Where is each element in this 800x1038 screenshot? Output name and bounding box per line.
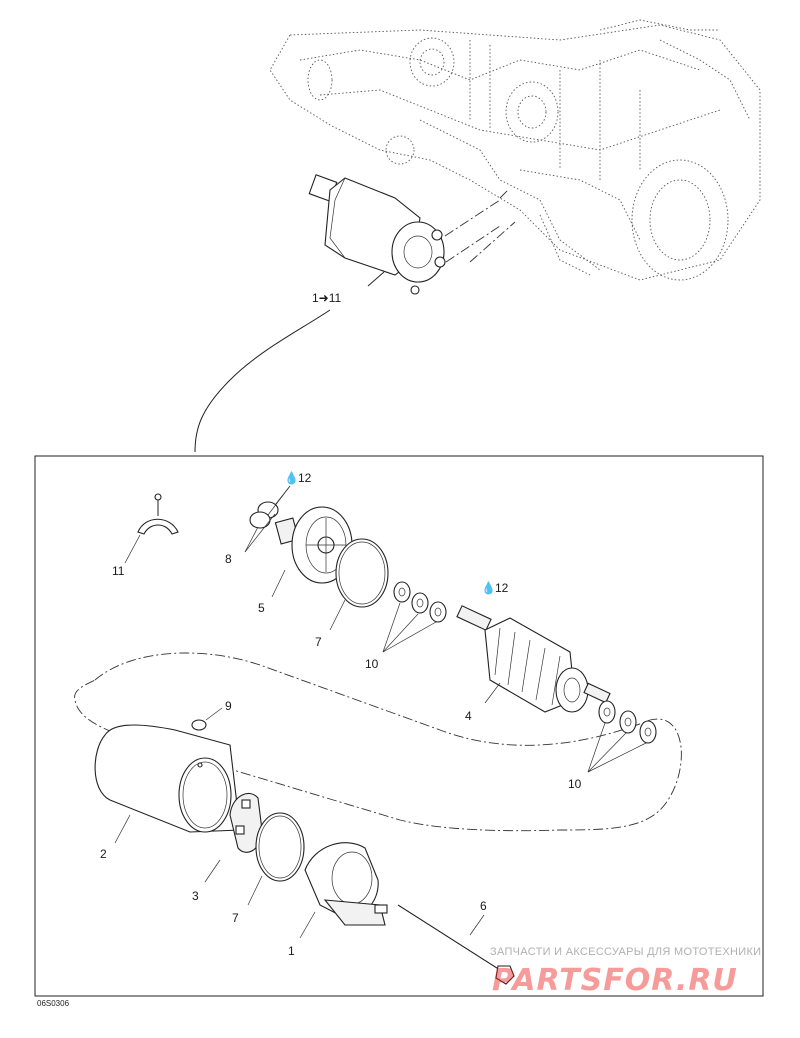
callout-12-armature: 12 bbox=[495, 581, 509, 595]
leader-2 bbox=[114, 814, 131, 844]
leader-7-lower bbox=[247, 875, 263, 906]
callout-2: 2 bbox=[100, 847, 107, 861]
leader-7-upper bbox=[329, 599, 346, 631]
assembly-path-loop bbox=[74, 652, 682, 832]
leader-6 bbox=[469, 914, 485, 936]
watermark-subtitle: ЗАПЧАСТИ И АКСЕССУАРЫ ДЛЯ МОТОТЕХНИКИ bbox=[490, 946, 761, 958]
leader-10-upper-b bbox=[382, 613, 419, 653]
part-4-armature bbox=[456, 605, 611, 713]
part-10-washers-upper bbox=[393, 581, 447, 623]
leader-10-lower-b bbox=[587, 732, 627, 773]
callout-7-upper: 7 bbox=[315, 635, 322, 649]
leader-10-upper-c bbox=[382, 621, 437, 653]
part-1-rear-cover bbox=[304, 842, 388, 926]
callout-10-lower: 10 bbox=[568, 777, 582, 791]
starter-motor-assembly bbox=[308, 174, 516, 295]
leader-8a bbox=[244, 526, 259, 553]
leader-9 bbox=[205, 707, 223, 721]
callout-12-top: 12 bbox=[298, 471, 312, 485]
part-10-washers-lower bbox=[598, 700, 657, 744]
engine-block-outline bbox=[269, 19, 761, 281]
part-7-o-ring-lower bbox=[255, 812, 305, 882]
part-11-bracket bbox=[137, 493, 179, 535]
callout-1: 1 bbox=[288, 944, 295, 958]
drawing-id: 06S0306 bbox=[37, 999, 70, 1008]
leader-8b bbox=[244, 513, 276, 553]
leader-5 bbox=[271, 569, 286, 598]
callout-4: 4 bbox=[465, 709, 472, 723]
leader-assembly-to-detail bbox=[194, 309, 331, 453]
detail-frame bbox=[34, 455, 764, 997]
callout-9: 9 bbox=[225, 699, 232, 713]
callout-6: 6 bbox=[480, 899, 487, 913]
callout-assembly-range: 1➜11 bbox=[312, 291, 342, 305]
callout-5: 5 bbox=[258, 601, 265, 615]
watermark-brand: PARTSFOR.RU bbox=[492, 963, 738, 998]
leader-3 bbox=[204, 859, 221, 883]
grease-drop-icon: 💧 bbox=[284, 471, 299, 485]
callout-7-lower: 7 bbox=[232, 911, 239, 925]
leader-10-upper-a bbox=[382, 602, 401, 653]
part-8-o-rings bbox=[249, 501, 279, 529]
leader-1 bbox=[299, 911, 316, 939]
leader-4 bbox=[484, 682, 501, 704]
grease-drop-icon-2: 💧 bbox=[481, 581, 496, 595]
callout-11: 11 bbox=[112, 564, 125, 578]
leader-11 bbox=[124, 534, 141, 564]
leader-12-top-b bbox=[267, 485, 291, 516]
callout-10-upper: 10 bbox=[365, 657, 379, 671]
part-2-yoke-housing bbox=[94, 724, 241, 833]
callout-3: 3 bbox=[192, 889, 199, 903]
leader-10-lower-c bbox=[587, 742, 647, 773]
part-9-small-o-ring bbox=[191, 719, 207, 731]
part-6-through-bolt bbox=[397, 904, 515, 985]
leader-10-lower-a bbox=[587, 722, 606, 773]
part-7-o-ring-upper bbox=[335, 538, 389, 608]
callout-8: 8 bbox=[225, 552, 232, 566]
